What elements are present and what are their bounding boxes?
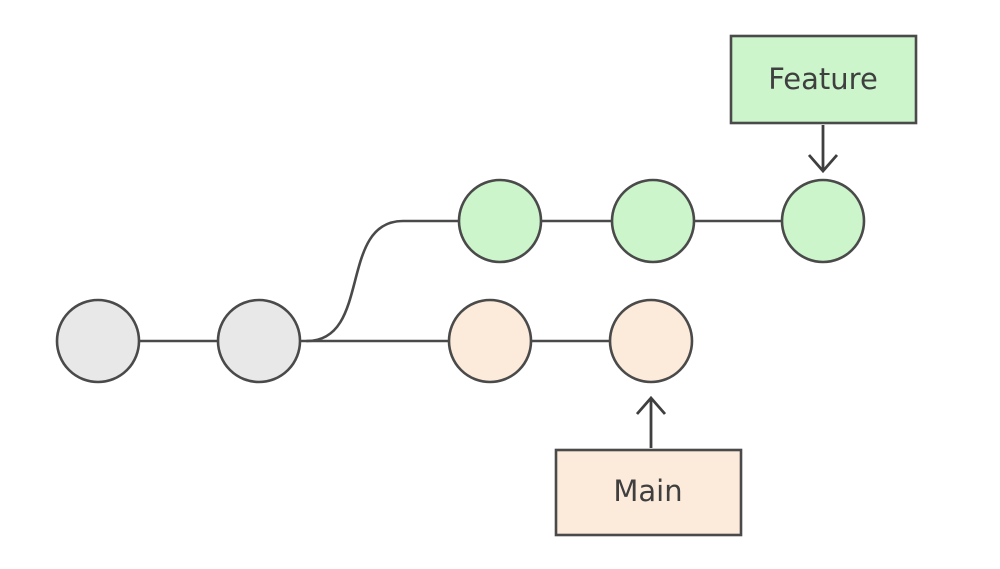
feature-label-text: Feature — [768, 62, 878, 96]
feature-pointer-arrow-head — [807, 154, 839, 174]
commit-node-feature-commit-2[interactable] — [610, 178, 696, 264]
feature-label[interactable]: Feature — [729, 34, 918, 125]
branch-split-curve — [305, 219, 460, 343]
commit-node-base-commit-1[interactable] — [55, 298, 141, 384]
main-label-text: Main — [613, 474, 682, 508]
commit-node-feature-commit-1[interactable] — [457, 178, 543, 264]
main-pointer-arrow — [635, 395, 667, 448]
commit-node-feature-commit-3[interactable] — [780, 178, 866, 264]
main-pointer-arrow-head — [635, 395, 667, 415]
edges-layer — [140, 219, 782, 343]
commit-node-main-commit-2[interactable] — [608, 298, 694, 384]
branch-pointers-layer — [635, 125, 839, 448]
feature-pointer-arrow — [807, 125, 839, 174]
main-label-box[interactable] — [554, 448, 743, 537]
main-label[interactable]: Main — [554, 448, 743, 537]
commit-nodes-layer — [55, 178, 866, 384]
branch-curve-layer — [305, 219, 460, 343]
commit-node-main-commit-1[interactable] — [447, 298, 533, 384]
feature-label-box[interactable] — [729, 34, 918, 125]
commit-node-base-commit-2[interactable] — [216, 298, 302, 384]
